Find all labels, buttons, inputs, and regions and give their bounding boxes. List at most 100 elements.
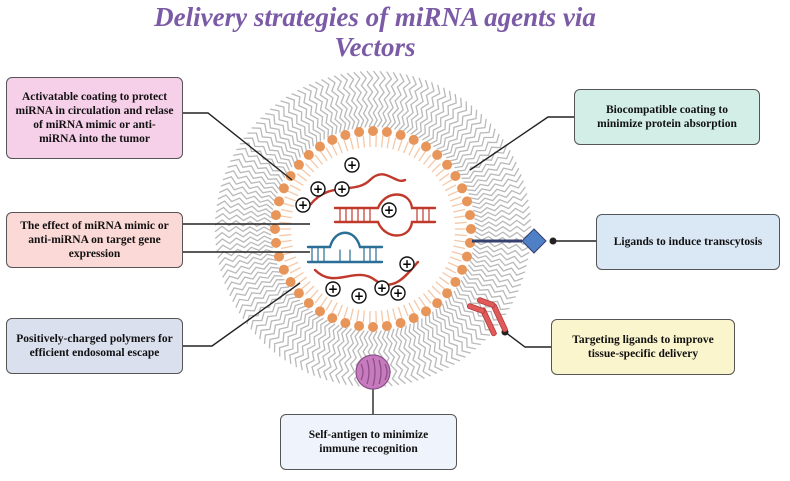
coating-strand (422, 90, 452, 141)
coating-strand (472, 192, 528, 210)
coating-strand (299, 319, 328, 371)
coating-strand (471, 186, 526, 205)
title-line-1: Delivery strategies of miRNA agents via (154, 2, 596, 32)
coating-strand (470, 256, 526, 276)
coating-strand (232, 275, 283, 303)
label-transcytosis-ligands: Ligands to induce transcytosis (596, 214, 780, 270)
coating-strand (238, 282, 287, 314)
lipid-tail (343, 306, 349, 319)
lipid-tail (304, 285, 315, 295)
lipid-head (368, 126, 378, 136)
coating-strand (246, 289, 292, 325)
lipid-tail (442, 178, 454, 187)
lipid-head (421, 306, 431, 317)
lipid-tail (397, 306, 403, 319)
lipid-tail (380, 310, 384, 323)
svg-text:+: + (384, 203, 394, 217)
positive-charge-icon: + (390, 285, 406, 301)
lipid-tail (408, 144, 415, 156)
coating-strand (242, 286, 290, 319)
coating-strand (474, 212, 531, 223)
lipid-head (368, 322, 378, 332)
coating-strand (398, 75, 417, 131)
coating-strand (214, 230, 272, 239)
mirna-strands (306, 173, 437, 286)
coating-strand (224, 262, 278, 284)
coating-strand (302, 86, 330, 138)
lipid-tail (449, 196, 462, 202)
coating-strand (329, 327, 348, 383)
svg-text:+: + (298, 198, 308, 212)
coating-strand (243, 137, 290, 171)
coating-strand (460, 279, 510, 311)
lipid-head (285, 171, 296, 181)
coating-strand (215, 235, 272, 246)
coating-strand (333, 75, 351, 131)
lipid-head (408, 313, 419, 324)
lipid-tail (454, 221, 467, 224)
coating-strand (474, 219, 532, 228)
coating-strand (448, 123, 492, 162)
lipid-tail (304, 163, 315, 173)
lipid-head (432, 298, 443, 309)
lipid-head (466, 224, 476, 234)
coating-strand (468, 174, 522, 196)
svg-text:+: + (313, 182, 323, 196)
coating-strand (222, 257, 277, 278)
svg-text:+: + (328, 282, 338, 296)
coating-strand (462, 276, 513, 305)
lipid-tail (418, 296, 427, 308)
coating-strand (473, 243, 530, 258)
svg-text:+: + (377, 281, 387, 295)
lipid-head (450, 171, 461, 181)
coating-strand (323, 326, 344, 381)
lipid-tail (343, 139, 349, 152)
lipid-tail (362, 135, 366, 148)
lipid-head (315, 141, 325, 152)
lipid-tail (422, 293, 432, 304)
coating-strand (280, 100, 314, 147)
coating-strand (394, 74, 411, 130)
lipid-tail (292, 178, 304, 187)
lipid-head (293, 159, 304, 170)
lipid-head (465, 210, 475, 221)
coating-strand (269, 108, 308, 152)
lipid-tail (356, 136, 360, 149)
coating-strand (308, 83, 334, 136)
lipid-head (340, 130, 351, 140)
coating-strand (421, 318, 449, 369)
lipid-head (315, 306, 325, 317)
lipid-tail (286, 190, 299, 197)
lipid-tail (314, 154, 324, 165)
lipid-tail (289, 184, 301, 192)
coating-strand (386, 329, 400, 386)
coating-strand (445, 300, 486, 341)
coating-strand (372, 70, 380, 128)
coating-strand (305, 321, 332, 374)
coating-strand (259, 299, 301, 340)
lipid-tail (280, 208, 293, 213)
positive-charge-icon: + (334, 181, 350, 197)
coating-strand (468, 264, 522, 288)
coating-strand (381, 71, 393, 128)
coating-strand (250, 293, 295, 330)
coating-strand (219, 187, 275, 206)
coating-strand (255, 122, 299, 161)
lipid-tail (349, 308, 354, 321)
coating-strand (418, 87, 447, 139)
coating-strand (263, 302, 304, 344)
mirna-red-single-strand (308, 173, 407, 207)
coating-strand (429, 97, 463, 145)
page-title: Delivery strategies of miRNA agents via … (95, 2, 655, 62)
coating-strand (236, 147, 286, 179)
lipid-tail (449, 256, 462, 262)
label-activatable-coating: Activatable coating to protect miRNA in … (6, 77, 183, 159)
positive-charge-icon: + (381, 202, 397, 218)
lipid-tail (356, 309, 360, 322)
coating-strand (459, 144, 508, 176)
lipid-tail (279, 234, 292, 237)
positive-charge-icon: + (310, 181, 326, 197)
coating-strand (464, 272, 516, 300)
lipid-head (303, 149, 314, 160)
lipid-tail (451, 250, 464, 256)
